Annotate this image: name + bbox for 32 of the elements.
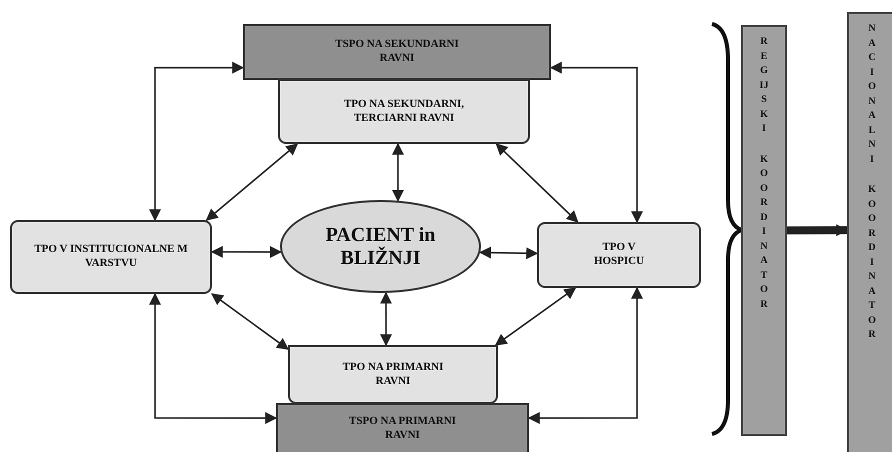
double-arrow — [392, 142, 404, 202]
level-box — [278, 79, 530, 144]
double-arrow — [550, 62, 644, 224]
arrow — [786, 224, 848, 236]
storey-box — [276, 403, 529, 452]
vertical-label: KOORDINATOR — [867, 183, 877, 342]
double-arrow — [210, 246, 282, 258]
double-arrow — [149, 62, 244, 222]
vertical-label: REGIJSKI — [759, 35, 769, 136]
node-label: TPO NA PRIMARNI RAVNI — [342, 360, 444, 388]
double-arrow — [211, 293, 289, 350]
storey-box — [243, 24, 551, 80]
double-arrow — [496, 143, 579, 223]
node-label: TPO V INSTITUCIONALNE M VARSTVU — [33, 243, 189, 271]
double-arrow — [528, 286, 644, 424]
node-label: TSPO NA SEKUNDARNI RAVNI — [334, 38, 460, 66]
double-arrow — [478, 246, 538, 260]
level-box — [288, 345, 498, 404]
vertical-label: KOORDINATOR — [759, 152, 769, 312]
node-label: TPO V HOSPICU — [592, 241, 646, 269]
node-label: TPO NA SEKUNDARNI, TERCIARNI RAVNI — [342, 98, 466, 126]
care-box — [10, 220, 212, 294]
coordinator-bar — [741, 25, 787, 436]
coordinator-bar — [847, 12, 892, 452]
care-box — [537, 222, 701, 288]
double-arrow — [149, 292, 278, 424]
double-arrow — [206, 143, 298, 221]
vertical-label: NACIONALNI — [867, 22, 877, 166]
double-arrow — [494, 287, 576, 346]
double-arrow — [380, 292, 392, 346]
node-label: TSPO NA PRIMARNI RAVNI — [348, 415, 457, 443]
node-label: PACIENT in BLIŽNJI — [324, 224, 436, 270]
